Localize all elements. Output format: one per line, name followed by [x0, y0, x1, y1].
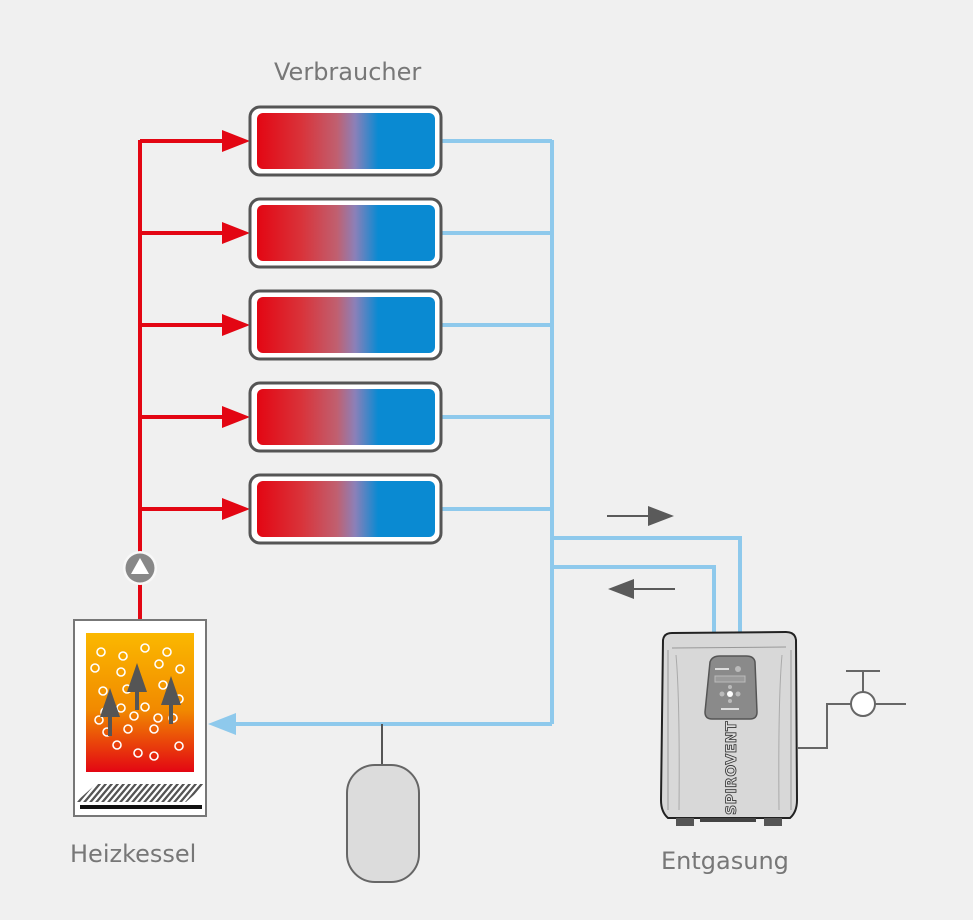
- heat-rise-arrows-icon: [100, 663, 181, 736]
- supply-lines: [138, 130, 250, 620]
- boiler[interactable]: [73, 619, 207, 817]
- bubble: [129, 711, 139, 721]
- consumers-group: [248, 105, 443, 545]
- boiler-base: [80, 805, 202, 809]
- bubble: [116, 703, 126, 713]
- panel-display: [714, 675, 746, 683]
- consumer-radiator[interactable]: [248, 289, 443, 361]
- bubbles: [90, 643, 185, 761]
- bubble: [174, 741, 184, 751]
- device-brand-label: SPIROVENT: [724, 721, 740, 815]
- bubble: [153, 713, 163, 723]
- consumer-radiator[interactable]: [248, 381, 443, 453]
- bubble: [123, 724, 133, 734]
- boiler-grate: [76, 784, 204, 802]
- arrow-right-icon: [607, 506, 674, 526]
- panel-button-right[interactable]: [735, 691, 741, 697]
- bubble: [90, 663, 100, 673]
- bubble: [175, 664, 185, 674]
- bubble: [149, 751, 159, 761]
- valve-icon[interactable]: [797, 670, 906, 749]
- control-panel[interactable]: [704, 655, 758, 720]
- bubble: [112, 740, 122, 750]
- panel-led: [735, 666, 741, 672]
- consumer-radiator[interactable]: [248, 105, 443, 177]
- boiler-label: Heizkessel: [70, 840, 197, 868]
- bubble: [118, 651, 128, 661]
- bubble: [140, 643, 150, 653]
- supply-arrow-icon: [222, 222, 250, 244]
- bubble: [116, 667, 126, 677]
- supply-arrow-icon: [222, 498, 250, 520]
- panel-indicator: [715, 668, 729, 670]
- return-lines: [208, 139, 742, 735]
- device-foot: [676, 818, 694, 826]
- bubble: [98, 686, 108, 696]
- degassing-label: Entgasung: [661, 847, 789, 875]
- panel-button-up[interactable]: [728, 685, 732, 689]
- bubble: [133, 748, 143, 758]
- supply-arrow-icon: [222, 406, 250, 428]
- bubble: [162, 647, 172, 657]
- consumer-radiator[interactable]: [248, 473, 443, 545]
- supply-arrow-icon: [222, 314, 250, 336]
- arrow-left-icon: [608, 579, 675, 599]
- panel-button-ok[interactable]: [727, 691, 733, 697]
- bubble: [158, 680, 168, 690]
- device-foot: [764, 818, 782, 826]
- expansion-vessel-icon[interactable]: [346, 724, 420, 883]
- panel-button-left[interactable]: [719, 691, 725, 697]
- degassing-return-pipe: [552, 565, 716, 632]
- spirovent-device[interactable]: SPIROVENT: [659, 630, 799, 826]
- bubble: [94, 715, 104, 725]
- bubble: [96, 647, 106, 657]
- consumer-radiator[interactable]: [248, 197, 443, 269]
- degassing-feed-pipe: [552, 536, 742, 632]
- supply-arrow-icon: [222, 130, 250, 152]
- panel-indicator: [721, 708, 739, 710]
- consumers-label: Verbraucher: [274, 58, 422, 86]
- bubble: [140, 702, 150, 712]
- return-arrow-icon: [208, 713, 236, 735]
- bubble: [149, 724, 159, 734]
- bubble: [154, 659, 164, 669]
- pump-circle-triangle-icon[interactable]: [123, 551, 157, 585]
- panel-button-down[interactable]: [728, 699, 732, 703]
